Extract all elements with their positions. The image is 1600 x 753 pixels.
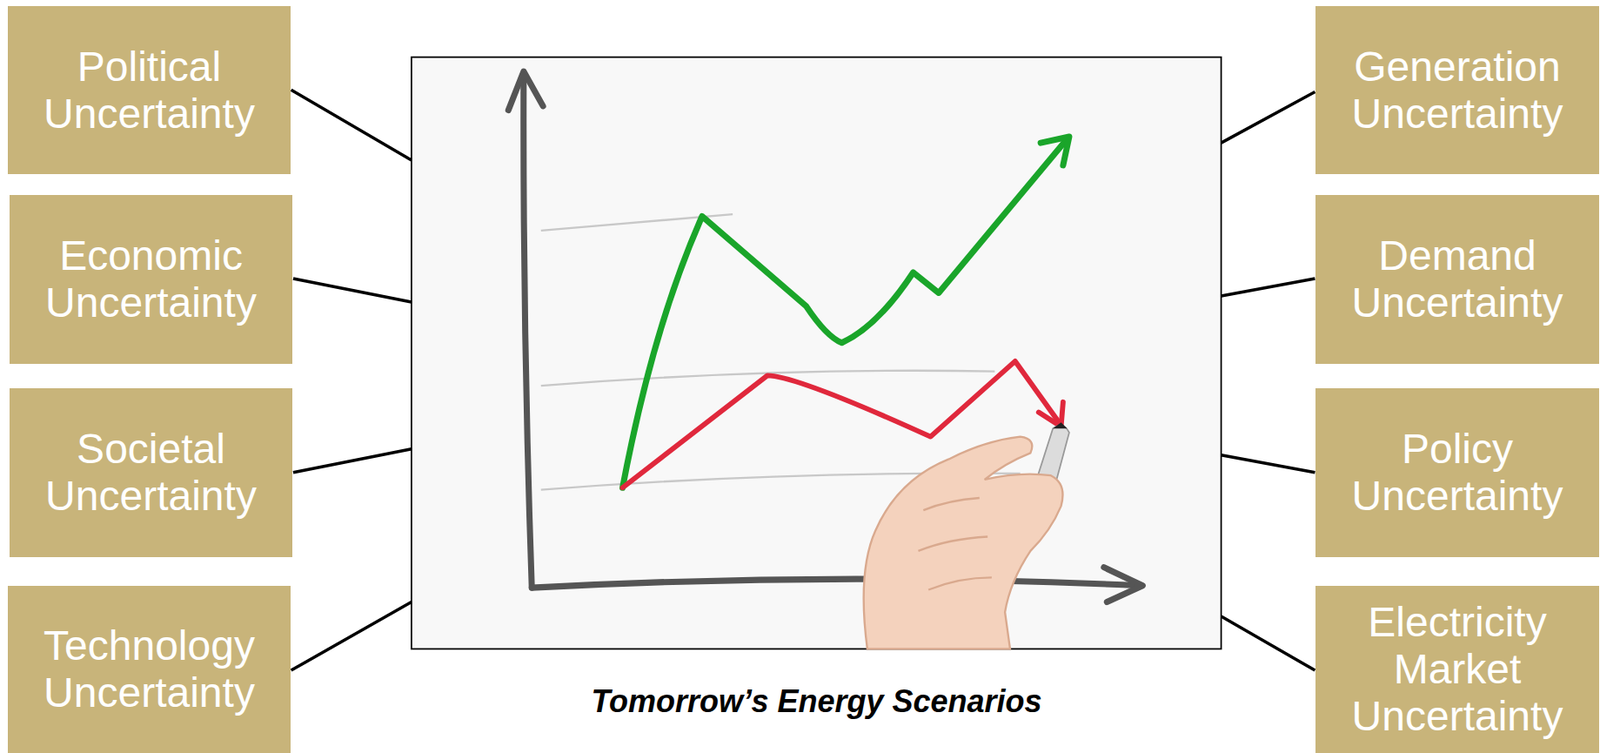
box-label: Political Uncertainty [16, 43, 282, 138]
uncertainty-box: Political Uncertainty [7, 6, 291, 175]
box-label: Economic Uncertainty [18, 232, 284, 327]
uncertainty-box: Electricity Market Uncertainty [1315, 585, 1600, 753]
box-label: Demand Uncertainty [1324, 232, 1591, 327]
uncertainty-box: Generation Uncertainty [1315, 6, 1600, 175]
green-trend [622, 136, 1070, 488]
box-label: Policy Uncertainty [1324, 425, 1591, 520]
hand-illustration [863, 421, 1070, 649]
image-frame [411, 57, 1222, 650]
box-label: Electricity Market Uncertainty [1324, 598, 1591, 739]
uncertainty-box: Economic Uncertainty [9, 194, 293, 364]
box-label: Generation Uncertainty [1324, 43, 1591, 138]
uncertainty-box: Societal Uncertainty [9, 388, 293, 557]
figure-caption: Tomorrow’s Energy Scenarios [411, 682, 1222, 720]
box-label: Technology Uncertainty [16, 622, 282, 717]
uncertainty-box: Policy Uncertainty [1315, 388, 1600, 557]
box-label: Societal Uncertainty [18, 425, 284, 520]
grid-lines [541, 214, 1021, 489]
uncertainty-box: Technology Uncertainty [7, 585, 291, 753]
uncertainty-box: Demand Uncertainty [1315, 194, 1600, 364]
